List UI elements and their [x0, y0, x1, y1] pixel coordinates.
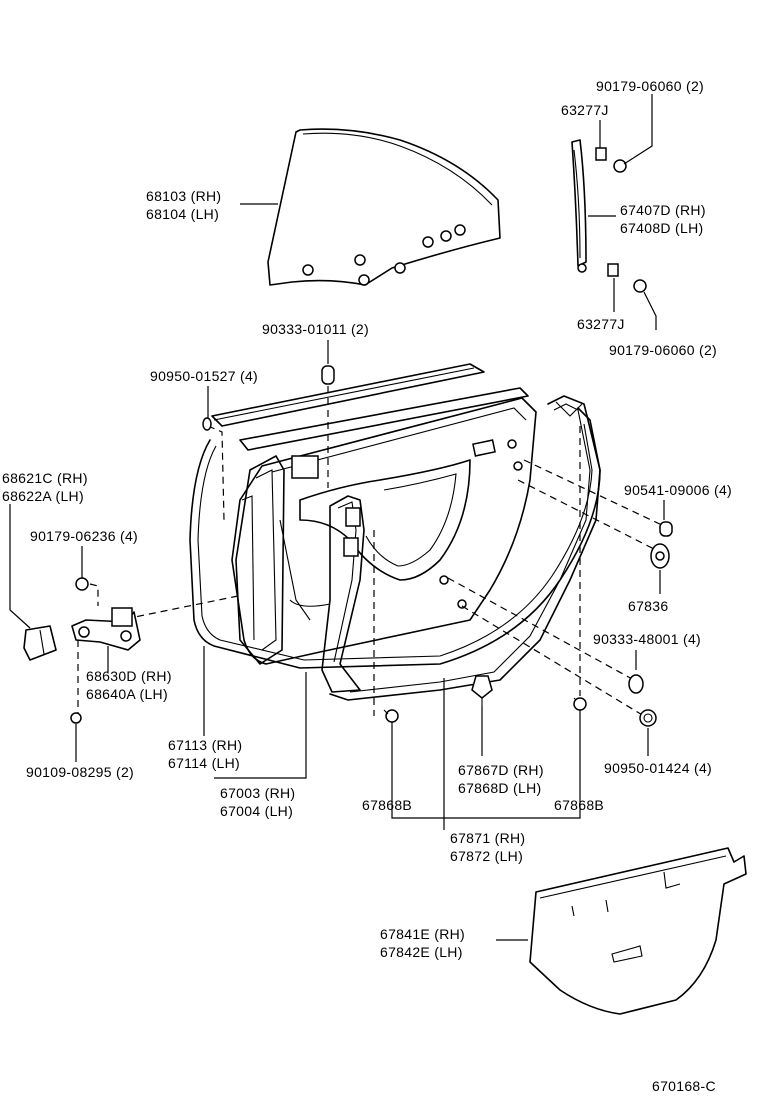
- diagram-code: 670168-C: [652, 1078, 716, 1094]
- label-90179-06060-bottom: 90179-06060 (2): [609, 342, 718, 358]
- service-hole-cover: [529, 847, 747, 1015]
- label-67868b-left: 67868B: [362, 797, 413, 813]
- rear-run-channel: [571, 139, 647, 293]
- label-90950-01527: 90950-01527 (4): [150, 368, 259, 384]
- label-67836: 67836: [628, 598, 669, 614]
- label-90333-48001: 90333-48001 (4): [593, 631, 702, 647]
- belt-moulding: [211, 363, 529, 451]
- label-67867d: 67867D (RH): [458, 762, 544, 778]
- label-67868b-right: 67868B: [554, 797, 605, 813]
- door-weatherstrip: [189, 407, 601, 669]
- label-67113: 67113 (RH): [168, 737, 243, 753]
- door-glass: [267, 128, 501, 286]
- fasteners: [70, 365, 673, 727]
- label-68621c: 68621C (RH): [2, 470, 88, 486]
- label-67842e: 67842E (LH): [380, 944, 463, 960]
- label-68103: 68103 (RH): [146, 188, 222, 204]
- label-67407d: 67407D (RH): [620, 202, 706, 218]
- hinge-cover: [23, 625, 57, 661]
- label-90179-06060-top: 90179-06060 (2): [596, 78, 705, 94]
- label-67871: 67871 (RH): [450, 830, 526, 846]
- door-hinge-pillar: [235, 455, 285, 665]
- label-67872: 67872 (LH): [450, 848, 524, 864]
- label-90109-08295: 90109-08295 (2): [26, 764, 135, 780]
- label-90179-06236: 90179-06236 (4): [30, 528, 139, 544]
- label-63277j-bottom: 63277J: [577, 316, 625, 332]
- label-68104: 68104 (LH): [146, 206, 220, 222]
- label-68630d: 68630D (RH): [86, 668, 172, 684]
- label-67841e: 67841E (RH): [380, 926, 466, 942]
- label-67114: 67114 (LH): [168, 755, 241, 771]
- door-check: [71, 607, 141, 651]
- label-67868d: 67868D (LH): [458, 780, 542, 796]
- rear-door-seal: [329, 395, 601, 701]
- label-67003: 67003 (RH): [220, 785, 296, 801]
- label-68622a: 68622A (LH): [2, 488, 84, 504]
- label-90950-01424: 90950-01424 (4): [604, 760, 713, 776]
- label-67408d: 67408D (LH): [620, 220, 704, 236]
- label-63277j-top: 63277J: [561, 102, 609, 118]
- door-inner-frame: [231, 397, 537, 665]
- label-90541-09006: 90541-09006 (4): [624, 482, 733, 498]
- label-68640a: 68640A (LH): [86, 686, 168, 702]
- rear-lower-channel: [321, 495, 365, 693]
- label-67004: 67004 (LH): [220, 803, 294, 819]
- label-90333-01011: 90333-01011 (2): [262, 321, 369, 337]
